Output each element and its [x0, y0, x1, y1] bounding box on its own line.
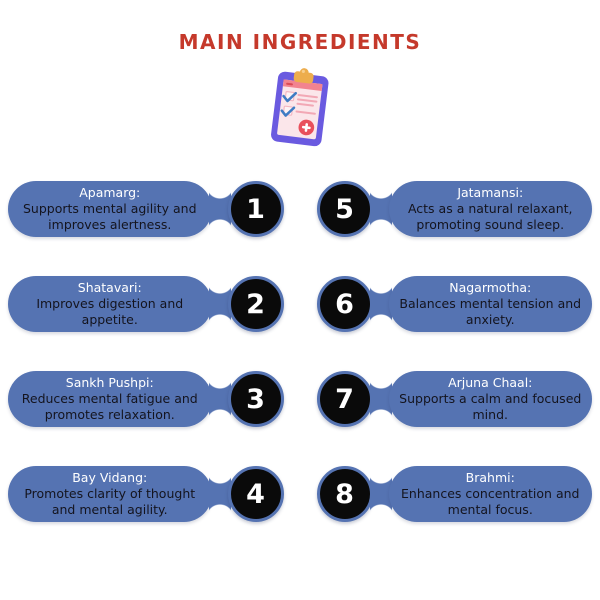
item-number-badge: 2 — [227, 276, 284, 332]
item-description: Balances mental tension and anxiety. — [399, 296, 582, 328]
item-description: Supports a calm and focused mind. — [399, 391, 582, 423]
connector-neck — [369, 382, 392, 416]
connector-neck — [369, 192, 392, 226]
ingredient-item: Shatavari: Improves digestion and appeti… — [8, 275, 284, 333]
item-name: Brahmi: — [465, 469, 515, 485]
connector-neck — [208, 477, 231, 511]
item-name: Sankh Pushpi: — [65, 374, 154, 390]
ingredient-item: 5 Jatamansi: Acts as a natural relaxant,… — [316, 180, 592, 238]
item-name: Arjuna Chaal: — [448, 374, 533, 390]
item-number-badge: 4 — [227, 466, 284, 522]
ingredient-pill: Bay Vidang: Promotes clarity of thought … — [8, 466, 212, 522]
item-name: Shatavari: — [77, 279, 142, 295]
item-number-badge: 7 — [316, 371, 373, 427]
ingredient-pill: Jatamansi: Acts as a natural relaxant, p… — [388, 181, 592, 237]
item-name: Jatamansi: — [457, 184, 524, 200]
item-number-badge: 5 — [316, 181, 373, 237]
page-title: MAIN INGREDIENTS — [178, 30, 422, 54]
item-description: Enhances concentration and mental focus. — [401, 486, 580, 518]
clipboard-checklist-icon — [271, 68, 329, 147]
ingredient-pill: Nagarmotha: Balances mental tension and … — [388, 276, 592, 332]
ingredient-item: 6 Nagarmotha: Balances mental tension an… — [316, 275, 592, 333]
item-number-badge: 3 — [227, 371, 284, 427]
ingredient-pill: Sankh Pushpi: Reduces mental fatigue and… — [8, 371, 212, 427]
item-description: Acts as a natural relaxant, promoting so… — [407, 201, 573, 233]
header-icon-wrap — [0, 64, 600, 150]
item-name: Nagarmotha: — [449, 279, 532, 295]
ingredient-item: 8 Brahmi: Enhances concentration and men… — [316, 465, 592, 523]
item-name: Bay Vidang: — [72, 469, 148, 485]
ingredient-pill: Shatavari: Improves digestion and appeti… — [8, 276, 212, 332]
ingredient-grid: Apamarg: Supports mental agility and imp… — [0, 180, 600, 523]
ingredient-item: Sankh Pushpi: Reduces mental fatigue and… — [8, 370, 284, 428]
ingredient-pill: Brahmi: Enhances concentration and menta… — [388, 466, 592, 522]
item-description: Reduces mental fatigue and promotes rela… — [21, 391, 198, 423]
item-description: Supports mental agility and improves ale… — [23, 201, 197, 233]
item-number-badge: 1 — [227, 181, 284, 237]
ingredient-pill: Arjuna Chaal: Supports a calm and focuse… — [388, 371, 592, 427]
item-name: Apamarg: — [79, 184, 141, 200]
item-number-badge: 8 — [316, 466, 373, 522]
connector-neck — [369, 477, 392, 511]
ingredient-item: Bay Vidang: Promotes clarity of thought … — [8, 465, 284, 523]
item-description: Promotes clarity of thought and mental a… — [24, 486, 196, 518]
connector-neck — [208, 192, 231, 226]
item-description: Improves digestion and appetite. — [36, 296, 184, 328]
item-number-badge: 6 — [316, 276, 373, 332]
connector-neck — [208, 287, 231, 321]
ingredient-item: 7 Arjuna Chaal: Supports a calm and focu… — [316, 370, 592, 428]
connector-neck — [208, 382, 231, 416]
connector-neck — [369, 287, 392, 321]
ingredient-pill: Apamarg: Supports mental agility and imp… — [8, 181, 212, 237]
ingredient-item: Apamarg: Supports mental agility and imp… — [8, 180, 284, 238]
